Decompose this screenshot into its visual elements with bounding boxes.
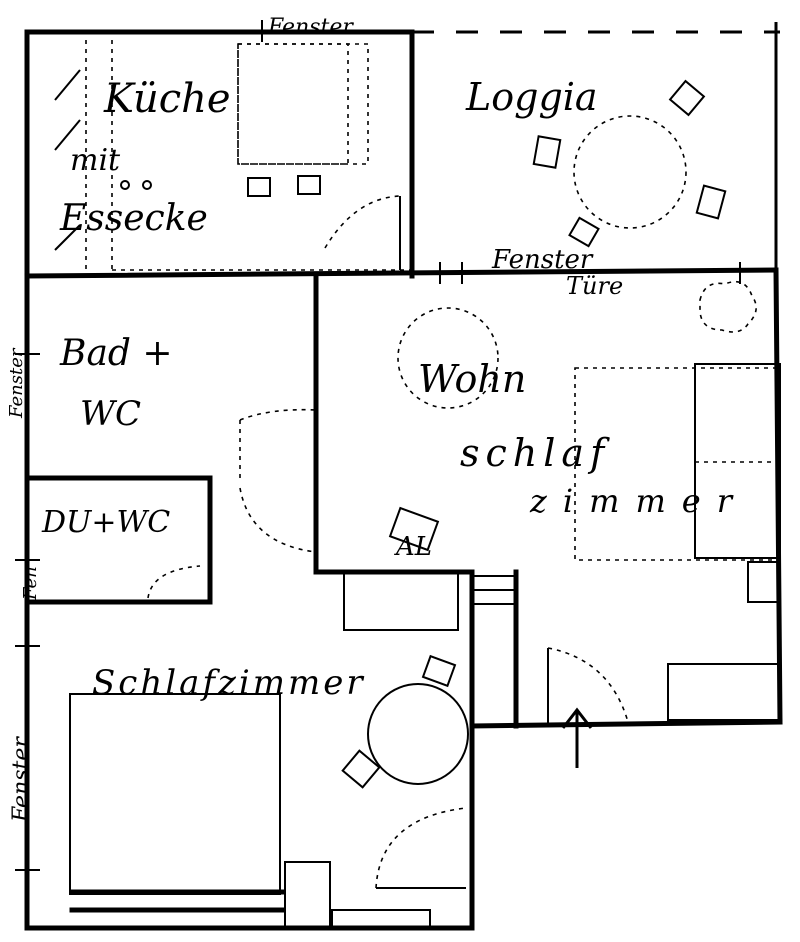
loggia-furniture <box>532 79 727 248</box>
bath-label-1: Bad + <box>59 333 173 374</box>
kitchen-label-1: Küche <box>103 76 231 122</box>
shower-label: DU+WC <box>41 505 170 540</box>
kitchen-label-3: Essecke <box>59 198 208 239</box>
window-left-lower-label: Fenster <box>9 736 34 823</box>
bath-label-2: WC <box>80 394 141 434</box>
closet-label: AL <box>394 532 432 562</box>
living-label-3: zimmer <box>529 482 748 520</box>
entrance-arrow-icon <box>561 707 593 768</box>
window-top-label: Fenster <box>267 15 354 40</box>
living-label-1: Wohn <box>418 357 526 401</box>
loggia-label: Loggia <box>465 75 598 119</box>
stairs <box>472 575 516 605</box>
bedroom-label: Schlafzimmer <box>92 663 366 703</box>
door-window-label-1: Fenster <box>491 245 594 275</box>
living-furniture <box>239 307 781 724</box>
window-left-upper-label: Fenster <box>6 347 27 419</box>
window-left-middle-label: Fen <box>20 566 41 601</box>
outer-walls <box>24 22 783 931</box>
door-window-label-2: Türe <box>566 272 623 300</box>
bath-doors <box>147 487 317 599</box>
kitchen-label-2: mit <box>70 143 121 178</box>
kitchen-furniture <box>54 40 410 271</box>
bedroom-furniture <box>69 654 469 929</box>
living-label-2: schlaf <box>460 431 610 475</box>
plant-icon <box>699 280 757 333</box>
window-marks <box>15 20 741 871</box>
interior-walls <box>24 29 779 729</box>
